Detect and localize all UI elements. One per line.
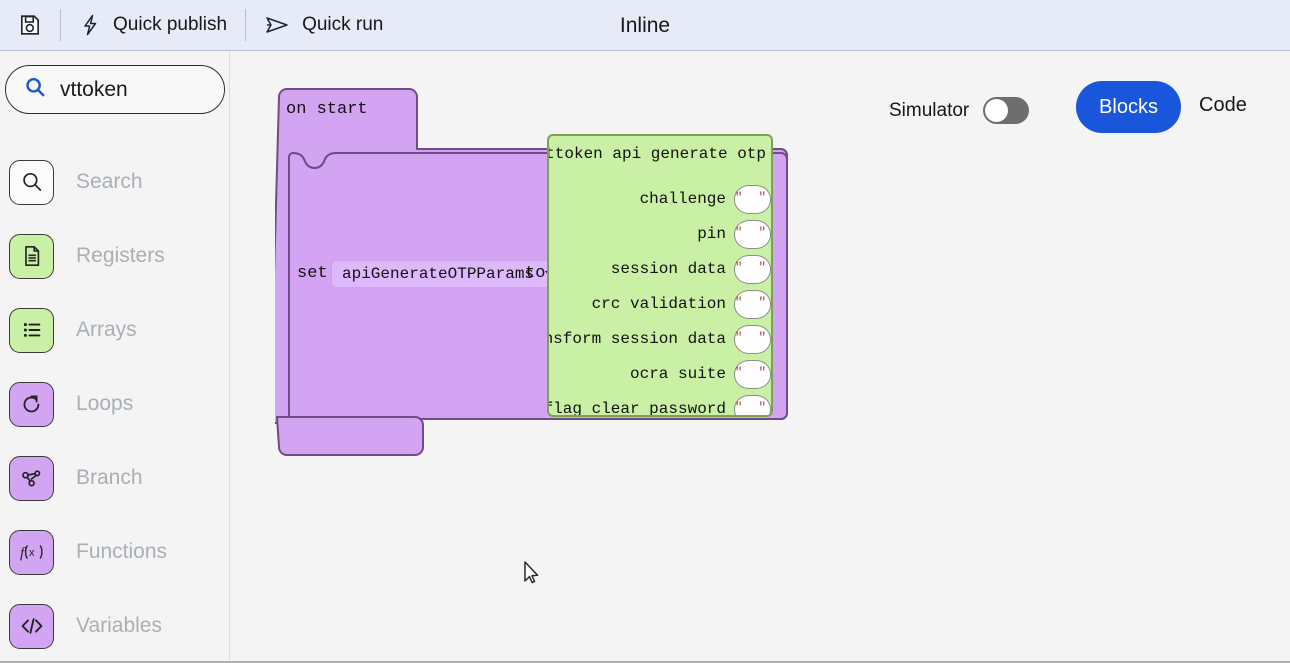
sidebar-item-variables[interactable]: Variables [0, 589, 230, 661]
api-param-label: session data [610, 260, 726, 278]
document-icon [9, 233, 54, 279]
sidebar-item-label: Registers [76, 244, 165, 267]
api-param-input[interactable]: " " [734, 359, 771, 389]
simulator-control: Simulator [889, 97, 1030, 124]
api-param-input[interactable]: " " [734, 254, 771, 284]
api-param-input[interactable]: " " [734, 394, 771, 415]
api-block-title: vttoken api generate otp [547, 145, 766, 163]
empty-string-glyph: " " [734, 225, 771, 240]
toggle-knob [985, 99, 1009, 122]
api-param-label: flag clear password [547, 400, 726, 417]
api-param-label: crc validation [591, 295, 726, 313]
search-icon [9, 159, 54, 205]
empty-string-glyph: " " [734, 190, 771, 205]
api-param-label: transform session data [549, 330, 726, 348]
simulator-toggle[interactable] [983, 97, 1030, 124]
sidebar-item-arrays[interactable]: Arrays [0, 293, 230, 367]
svg-text:x: x [29, 547, 35, 559]
sidebar-item-functions[interactable]: f x Functions [0, 515, 230, 589]
api-param-label: ocra suite [629, 365, 726, 383]
tab-blocks-label: Blocks [1099, 95, 1158, 118]
api-param-challenge: challenge " " [640, 184, 771, 214]
search-input-value: vttoken [60, 77, 128, 101]
on-start-label: on start [286, 100, 368, 119]
api-param-pin: pin " " [697, 219, 771, 249]
quick-publish-label: Quick publish [113, 14, 228, 35]
sidebar-item-label: Search [76, 170, 143, 193]
sidebar-item-label: Branch [76, 466, 143, 489]
search-icon [24, 76, 46, 103]
api-param-crc-validation: crc validation " " [592, 289, 771, 319]
sidebar-item-loops[interactable]: Loops [0, 367, 230, 441]
sidebar-item-label: Variables [76, 614, 162, 637]
api-param-input[interactable]: " " [734, 184, 771, 214]
variable-dropdown-value: apiGenerateOTPParams [342, 265, 535, 283]
list-icon [9, 307, 54, 353]
refresh-loop-icon [9, 381, 54, 427]
paper-plane-icon [264, 14, 290, 36]
api-param-input[interactable]: " " [734, 289, 771, 319]
empty-string-glyph: " " [734, 400, 771, 415]
api-param-label: pin [697, 225, 726, 243]
api-param-input[interactable]: " " [734, 219, 771, 249]
to-keyword-label: to [525, 264, 546, 283]
sidebar-item-label: Loops [76, 392, 134, 415]
function-fx-icon: f x [9, 529, 54, 575]
search-input[interactable]: vttoken [5, 65, 225, 114]
sidebar: vttoken Search Registers [0, 51, 230, 661]
empty-string-glyph: " " [734, 295, 771, 310]
sidebar-item-branch[interactable]: Branch [0, 441, 230, 515]
sidebar-item-label: Functions [76, 540, 168, 563]
api-param-flag-clear-password: flag clear password " " [547, 394, 771, 417]
tab-code-label: Code [1199, 94, 1247, 116]
top-toolbar: Quick publish Quick run Inline [0, 0, 1290, 51]
set-keyword-label: set [297, 264, 328, 283]
svg-text:f: f [20, 546, 26, 562]
lightning-bolt-icon [79, 13, 101, 37]
blocks-canvas[interactable]: on start set apiGenerateOTPParams to vtt… [231, 51, 1290, 661]
quick-run-button[interactable]: Quick run [246, 0, 401, 51]
save-button[interactable] [0, 0, 60, 51]
empty-string-glyph: " " [734, 365, 771, 380]
sidebar-item-search[interactable]: Search [0, 145, 230, 219]
toolbar-divider-2 [245, 9, 247, 41]
sidebar-item-registers[interactable]: Registers [0, 219, 230, 293]
save-floppy-icon [18, 13, 42, 37]
empty-string-glyph: " " [734, 260, 771, 275]
toolbar-divider-1 [60, 9, 61, 41]
quick-publish-button[interactable]: Quick publish [61, 0, 245, 51]
empty-string-glyph: " " [734, 330, 771, 345]
vttoken-api-generate-otp-block[interactable]: vttoken api generate otp challenge " " p… [547, 134, 773, 417]
tab-blocks[interactable]: Blocks [1076, 81, 1181, 133]
api-param-label: challenge [639, 190, 726, 208]
api-param-session-data: session data " " [611, 254, 771, 284]
quick-run-label: Quick run [302, 14, 384, 35]
api-param-input[interactable]: " " [734, 324, 771, 354]
simulator-label: Simulator [889, 99, 970, 121]
branch-node-icon [9, 455, 54, 501]
api-param-ocra-suite: ocra suite " " [630, 359, 771, 389]
code-brackets-icon [9, 603, 54, 649]
api-param-transform-session-data: transform session data " " [549, 324, 771, 354]
sidebar-item-label: Arrays [76, 318, 137, 341]
tab-code[interactable]: Code [1199, 94, 1247, 117]
